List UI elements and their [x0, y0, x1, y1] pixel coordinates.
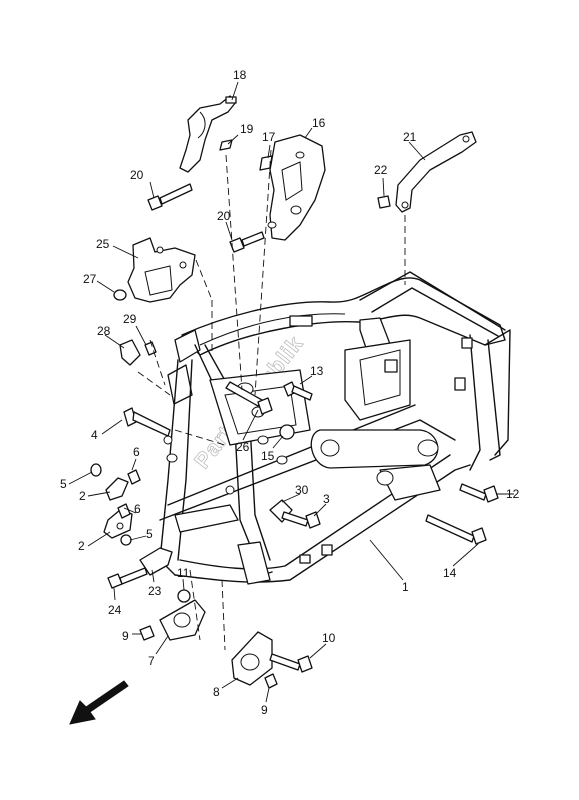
callout-20-upper: 20 [130, 168, 144, 182]
callout-15: 15 [261, 449, 275, 463]
callout-26: 26 [236, 440, 250, 454]
callout-23: 23 [148, 584, 162, 598]
part-25-bracket [127, 237, 196, 303]
callout-18: 18 [233, 68, 247, 82]
part-5-washer-lower [120, 534, 132, 546]
part-13-bolt [283, 381, 313, 401]
part-2-plate-upper [105, 477, 129, 501]
callout-5-upper: 5 [60, 477, 67, 491]
callout-12: 12 [506, 487, 520, 501]
callout-25: 25 [96, 237, 110, 251]
callout-2-lower: 2 [78, 539, 85, 553]
part-15-washer [279, 424, 295, 440]
main-frame [159, 271, 511, 585]
part-6-nut-upper [127, 469, 141, 485]
callout-20-lower: 20 [217, 209, 231, 223]
part-6-nut-lower [117, 503, 131, 519]
part-16-side-cover [267, 134, 326, 241]
callout-27: 27 [83, 272, 97, 286]
part-28-clamp [119, 339, 141, 366]
reference-lines [137, 149, 406, 651]
callout-19: 19 [240, 122, 254, 136]
callout-4: 4 [91, 428, 98, 442]
callout-30: 30 [295, 483, 309, 497]
part-24-bolt [107, 567, 148, 589]
callout-10: 10 [322, 631, 336, 645]
callout-3: 3 [323, 492, 330, 506]
callout-28: 28 [97, 324, 111, 338]
callout-1: 1 [402, 580, 409, 594]
callout-11: 11 [177, 566, 190, 580]
leader-lines [68, 81, 514, 703]
callout-6-upper: 6 [133, 445, 140, 459]
callout-9-right: 9 [261, 703, 268, 717]
part-8-plate [231, 631, 273, 686]
part-7-plate [159, 599, 206, 641]
part-20-bolt-lower [229, 231, 265, 253]
callout-9-left: 9 [122, 629, 129, 643]
part-4-bolt [123, 407, 171, 437]
part-26-bolt [225, 381, 273, 415]
callout-5-lower: 5 [146, 527, 153, 541]
part-9-bolt-right [264, 673, 278, 689]
part-17-clip [259, 155, 273, 171]
part-9-bolt-left [139, 625, 155, 641]
part-20-bolt-upper [147, 183, 193, 211]
callout-8: 8 [213, 685, 220, 699]
part-18-cover-bracket [179, 95, 237, 173]
callout-21: 21 [403, 130, 417, 144]
callout-6-lower: 6 [134, 502, 141, 516]
part-21-bracket [395, 131, 477, 213]
part-12-bolt [459, 483, 499, 503]
callout-17: 17 [262, 130, 276, 144]
callout-7: 7 [148, 654, 155, 668]
part-5-washer-upper [90, 463, 102, 477]
part-22-bolt [377, 195, 391, 209]
part-23-bracket [139, 547, 173, 576]
callout-22: 22 [374, 163, 388, 177]
callout-29: 29 [123, 312, 137, 326]
part-3-bolt [281, 511, 321, 529]
callout-13: 13 [310, 364, 324, 378]
part-14-bolt [425, 514, 487, 545]
part-11-washer [177, 589, 191, 603]
callout-24: 24 [108, 603, 122, 617]
callout-labels: 18 19 17 16 21 22 20 20 25 27 29 28 13 4… [60, 68, 520, 717]
part-29-bolt [144, 341, 157, 356]
part-27-nut [113, 289, 127, 301]
callout-16: 16 [312, 116, 326, 130]
front-direction-arrow-icon [69, 680, 129, 725]
part-10-bolt [269, 653, 313, 673]
callout-2-upper: 2 [79, 489, 86, 503]
callout-14: 14 [443, 566, 457, 580]
